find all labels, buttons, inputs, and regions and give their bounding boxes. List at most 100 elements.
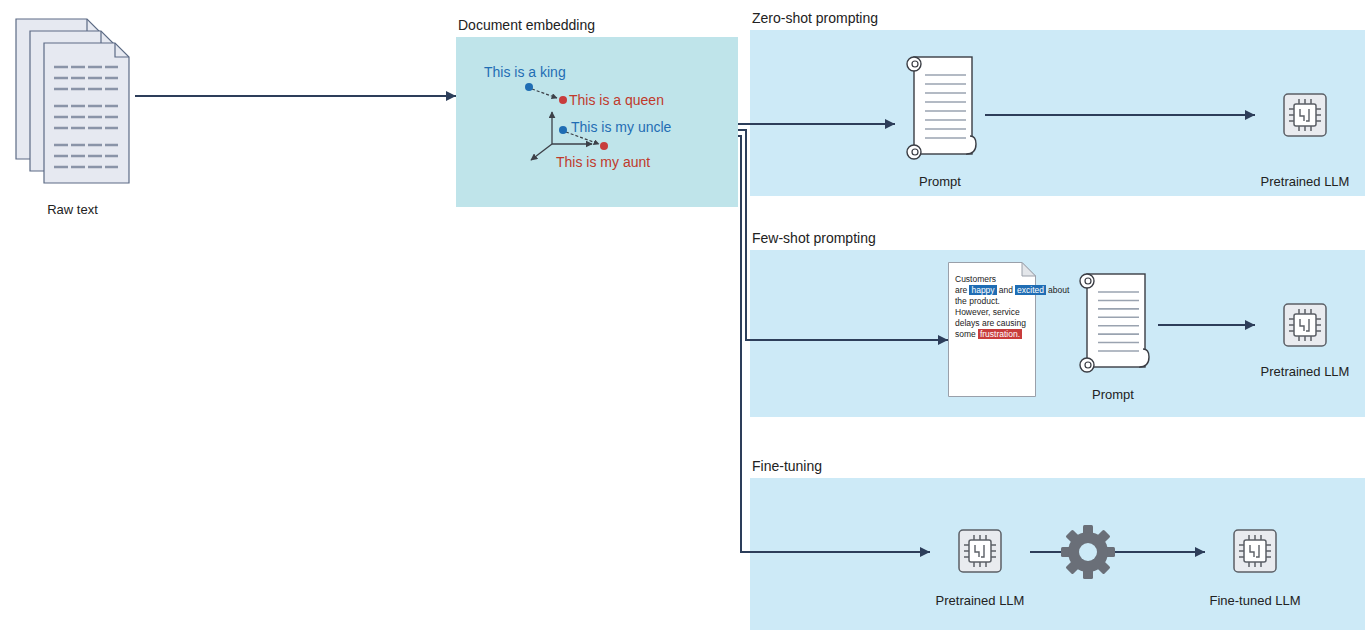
embedding-label: This is my aunt — [556, 154, 650, 170]
scroll-line — [1098, 316, 1139, 318]
node-icon — [10, 18, 135, 200]
chip-frame — [1234, 530, 1276, 572]
scroll-roll — [1085, 278, 1091, 284]
gear-tooth — [1083, 567, 1093, 579]
raw-text-node: Raw text — [10, 18, 135, 218]
flow-arrow — [1030, 551, 1205, 553]
gear-tooth — [1083, 525, 1093, 537]
icon-caption: Fine-tuned LLM — [1209, 593, 1300, 608]
chip-circuit — [1250, 545, 1259, 557]
embedding-dot — [600, 142, 608, 150]
llm-node: Pretrained LLM — [1255, 92, 1355, 190]
node-icon — [1205, 528, 1305, 591]
axis-line — [552, 143, 592, 144]
gear-hole — [1079, 543, 1097, 561]
node-icon — [1255, 302, 1355, 362]
icon-caption: Pretrained LLM — [1261, 364, 1350, 379]
gear-tooth — [1095, 559, 1111, 575]
chip-circuit — [975, 545, 984, 557]
embedding-label: This is my uncle — [571, 119, 671, 135]
scroll-roll — [1080, 274, 1094, 288]
scroll-line — [1098, 350, 1139, 352]
embedding-dot — [559, 96, 567, 104]
page-sheet — [44, 43, 129, 183]
chip-frame — [1284, 94, 1326, 136]
stage-panel: PromptPretrained LLMZero-shot prompting — [750, 30, 1365, 196]
flow-arrow — [135, 95, 456, 97]
chip-core — [969, 540, 991, 562]
scroll-line — [1098, 325, 1139, 327]
page-text-line — [54, 155, 118, 158]
gear-tooth — [1065, 559, 1081, 575]
document-text: and — [999, 285, 1013, 295]
chip-frame — [959, 530, 1001, 572]
dashed-arrow — [566, 132, 599, 144]
chip-frame — [1284, 304, 1326, 346]
panel-heading: Fine-tuning — [752, 458, 822, 474]
scroll-line — [925, 83, 966, 85]
llm-node: Pretrained LLM — [1255, 302, 1355, 380]
document-body: Customers arehappyandexcitedabout the pr… — [948, 262, 1036, 346]
page-fold — [115, 43, 129, 57]
scroll-line — [1098, 333, 1139, 335]
chip-core — [1294, 314, 1316, 336]
gear-tooth — [1103, 547, 1115, 557]
embedding-plot — [525, 83, 608, 160]
node-icon — [1255, 92, 1355, 172]
flow-arrow — [1158, 324, 1255, 326]
chip-core — [1294, 104, 1316, 126]
flow-arrow — [738, 123, 895, 125]
axis-line — [531, 144, 552, 160]
scroll-roll — [1085, 362, 1091, 368]
scroll-line — [925, 119, 966, 121]
prompt-node: Prompt — [1068, 262, 1158, 403]
flow-arrow — [738, 130, 948, 340]
scroll-line — [925, 101, 966, 103]
panel-heading: Zero-shot prompting — [752, 10, 878, 26]
scroll-line — [1098, 308, 1139, 310]
scroll-line — [1098, 291, 1139, 293]
scroll-body — [1087, 274, 1145, 367]
flow-arrow — [985, 114, 1255, 116]
page-text-line — [54, 105, 118, 108]
page-text-line — [54, 88, 118, 91]
node-icon — [930, 528, 1030, 591]
scroll-line — [925, 128, 966, 130]
page-text-line — [54, 166, 118, 169]
document-text: excited — [1015, 285, 1046, 295]
embedding-dot — [559, 126, 567, 134]
icon-caption: Pretrained LLM — [936, 593, 1025, 608]
chip-circuit — [1300, 109, 1309, 121]
embedding-label: This is a king — [484, 64, 566, 80]
embedding-label: This is a queen — [569, 92, 664, 108]
node-icon — [895, 45, 985, 172]
scroll-body — [914, 57, 972, 154]
stage-panel: Pretrained LLMFine-tuned LLMFine-tuning — [750, 478, 1365, 630]
document-text: frustration. — [978, 329, 1022, 339]
gear-icon — [1061, 525, 1115, 579]
embedding-dot — [525, 83, 533, 91]
llm-node: Pretrained LLM — [930, 528, 1030, 609]
node-icon — [1068, 262, 1158, 385]
scroll-roll — [1080, 358, 1094, 372]
scroll-curl — [966, 136, 976, 154]
page-text-line — [54, 127, 118, 130]
document-text: happy — [969, 285, 996, 295]
icon-caption: Prompt — [919, 174, 961, 189]
example-document: Customers arehappyandexcitedabout the pr… — [948, 262, 1036, 397]
panel-heading: Document embedding — [458, 17, 595, 33]
icon-caption: Prompt — [1092, 387, 1134, 402]
scroll-line — [925, 110, 966, 112]
page-text-line — [54, 77, 118, 80]
scroll-roll — [907, 57, 921, 71]
scroll-line — [925, 137, 966, 139]
document-fold — [1022, 263, 1036, 277]
page-text-line — [54, 144, 118, 147]
llm-node: Fine-tuned LLM — [1205, 528, 1305, 609]
scroll-roll — [907, 145, 921, 159]
axis-line — [551, 112, 552, 144]
page-text-line — [54, 116, 118, 119]
scroll-roll — [912, 61, 918, 67]
scroll-line — [1098, 342, 1139, 344]
